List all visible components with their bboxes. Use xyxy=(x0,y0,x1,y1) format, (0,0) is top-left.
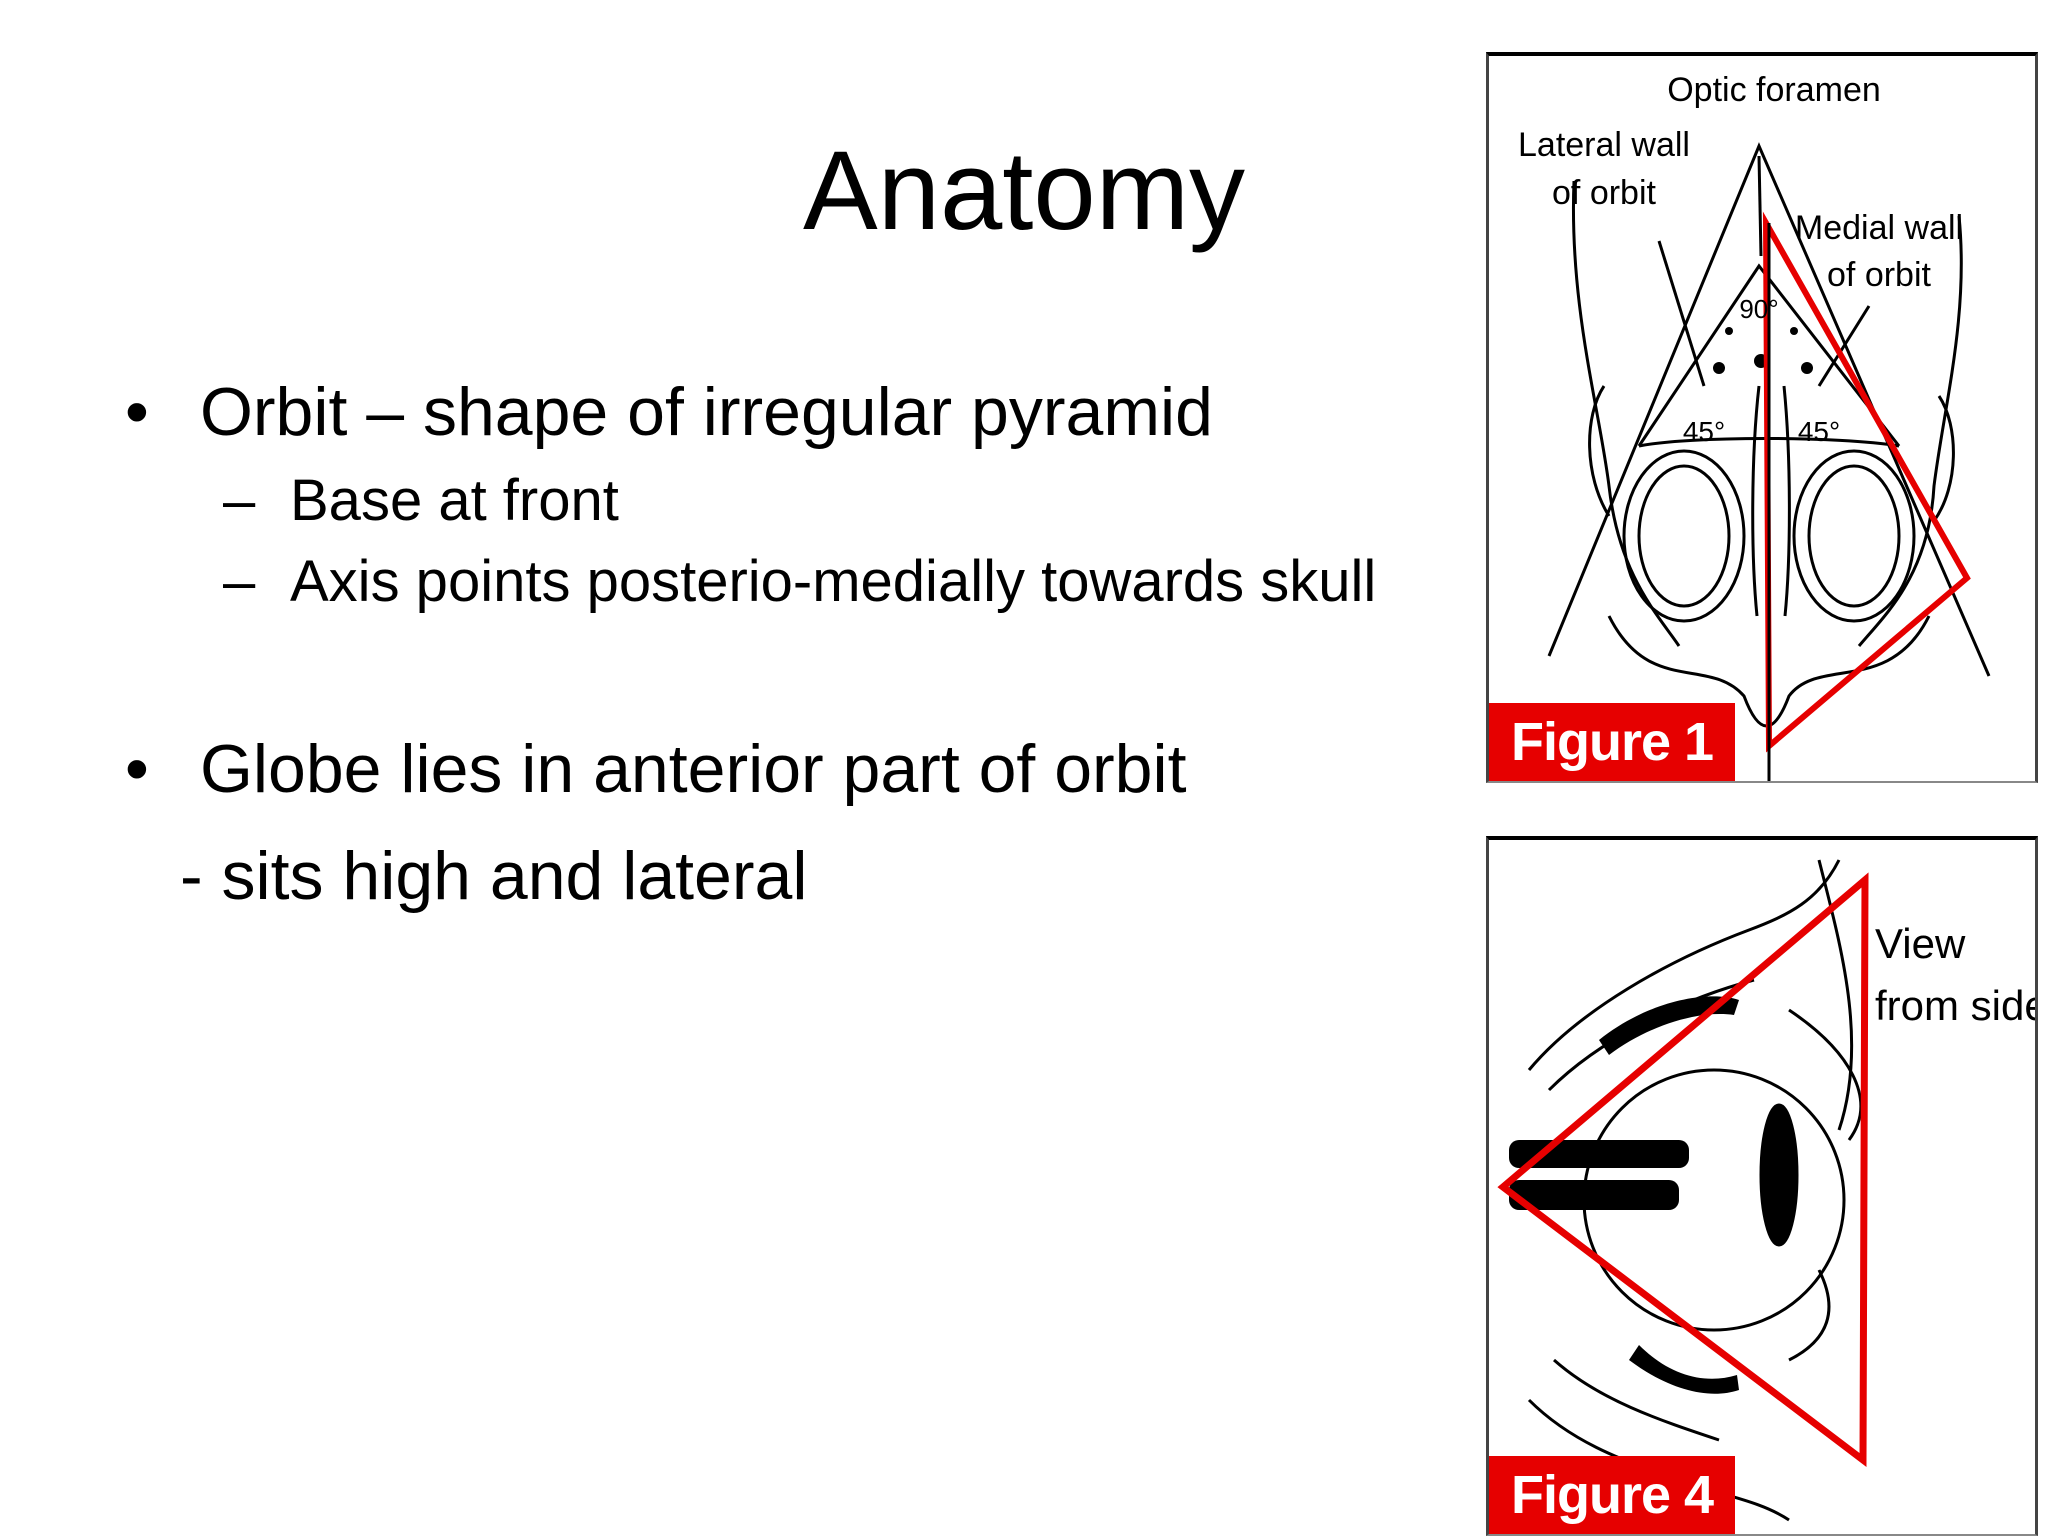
left-orbit-inner xyxy=(1637,464,1731,608)
figure-4-label: Figure 4 xyxy=(1489,1456,1736,1534)
bullet-text: Globe lies in anterior part of orbit xyxy=(200,730,1187,807)
label-angle-90: 90° xyxy=(1739,294,1778,324)
medial-wall-leader xyxy=(1817,305,1871,387)
sub-bullet-glyph: – xyxy=(223,467,256,533)
bullet-text: Orbit – shape of irregular pyramid xyxy=(200,374,1213,450)
bullet-globe: • Globe lies in anterior part of orbit xyxy=(125,729,1475,811)
figure-1-label: Figure 1 xyxy=(1489,703,1736,781)
marker-dot xyxy=(1801,362,1813,374)
label-view-2: from side xyxy=(1875,982,2035,1029)
bullet-glyph: • xyxy=(125,374,149,450)
sub-bullet-axis: – Axis points posterio-medially towards … xyxy=(125,547,1475,617)
floor-inner xyxy=(1553,1358,1720,1442)
right-orbit-ellipse xyxy=(1792,449,1916,623)
orbit-axis-lines xyxy=(1547,142,1991,677)
lateral-wall-leader xyxy=(1657,240,1706,387)
temporal-right xyxy=(1932,395,1955,522)
marker-dot xyxy=(1713,362,1725,374)
bullet-glyph: • xyxy=(125,730,149,807)
marker-dot xyxy=(1790,327,1798,335)
bullet-list: • Orbit – shape of irregular pyramid – B… xyxy=(125,372,1475,918)
bullet-orbit: • Orbit – shape of irregular pyramid xyxy=(125,372,1475,454)
upper-eyelid xyxy=(1788,1008,1863,1141)
label-lateral-wall-1: Lateral wall xyxy=(1518,126,1690,164)
sub-bullet-base: – Base at front xyxy=(125,466,1475,536)
label-lateral-wall-2: of orbit xyxy=(1552,174,1656,212)
skull-right-outline xyxy=(1857,215,1963,647)
figure-4-orbit-side-view: View from side Figure 4 xyxy=(1486,836,2038,1536)
nasal-septum xyxy=(1751,385,1791,617)
marker-dot xyxy=(1725,327,1733,335)
superior-muscle xyxy=(1599,996,1739,1055)
label-angle-45-right: 45° xyxy=(1798,416,1840,447)
label-angle-45-left: 45° xyxy=(1683,416,1725,447)
sub-bullet-text: Axis points posterio-medially towards sk… xyxy=(290,549,1377,615)
brow-contour xyxy=(1817,859,1854,1131)
temporal-left xyxy=(1588,385,1611,517)
lens xyxy=(1759,1103,1799,1247)
label-medial-wall-2: of orbit xyxy=(1827,256,1931,294)
slide-title: Anatomy xyxy=(803,128,1245,253)
bullet-continuation: - sits high and lateral xyxy=(180,838,808,915)
label-view-1: View xyxy=(1875,920,1966,967)
left-orbit-ellipse xyxy=(1622,449,1746,623)
inner-pyramid xyxy=(1637,263,1901,447)
optic-foramen-leader xyxy=(1757,155,1763,257)
right-orbit-inner xyxy=(1807,464,1901,608)
label-optic-foramen: Optic foramen xyxy=(1667,71,1881,109)
sub-bullet-text: Base at front xyxy=(290,467,619,533)
muscle-band-upper xyxy=(1509,1140,1689,1168)
figure-1-orbit-top-view: Optic foramen Lateral wall of orbit Medi… xyxy=(1486,52,2038,783)
red-pyramid-highlight xyxy=(1497,872,1869,1468)
sub-bullet-glyph: – xyxy=(223,549,256,615)
inferior-muscle xyxy=(1629,1345,1739,1394)
lower-eyelid xyxy=(1788,1269,1831,1362)
orbital-roof xyxy=(1527,859,1841,1071)
orbit-side-diagram: View from side xyxy=(1497,859,2035,1522)
label-medial-wall-1: Medial wall xyxy=(1795,209,1963,247)
optic-nerve xyxy=(1509,1180,1679,1210)
orbit-top-diagram: Optic foramen Lateral wall of orbit Medi… xyxy=(1518,71,1991,781)
